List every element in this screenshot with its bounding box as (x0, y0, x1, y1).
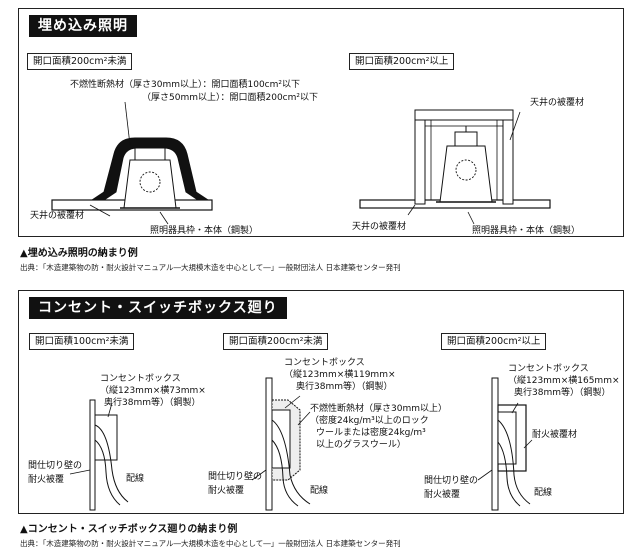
partition-wall (89, 399, 96, 511)
leader (467, 211, 475, 225)
col3-wiring-label: 配線 (534, 488, 553, 498)
leader (69, 469, 91, 475)
leader (284, 395, 301, 409)
ceiling-top-label-right: 天井の被覆材 (530, 98, 585, 108)
leader (107, 402, 113, 418)
recessed-lighting-section: 埋め込み照明 開口面積200cm²未満 開口面積200cm²以上 (18, 8, 624, 237)
col2-outlet-label-1: コンセントボックス (284, 358, 365, 368)
right-condition-box: 開口面積200cm²以上 (349, 53, 455, 70)
insulation-label-1: 不燃性断熱材（厚さ30mm以上）：開口面積100cm²以下 (70, 80, 300, 90)
col1-wiring-label: 配線 (126, 474, 145, 484)
leader (509, 111, 521, 141)
outlet-box-section: コンセント・スイッチボックス廻り 開口面積100cm²未満 開口面積200cm²… (18, 290, 624, 514)
caption-1: ▲埋め込み照明の納まり例 (20, 248, 138, 259)
left-light-diagram (51, 101, 213, 225)
leader (159, 211, 169, 225)
leader (477, 469, 493, 481)
leader (523, 439, 533, 449)
section-title: コンセント・スイッチボックス廻り (29, 297, 287, 319)
col2-insulation-label-3: ウールまたは密度24kg/m³ (316, 428, 426, 438)
fixture-label-left: 照明器具枠・本体（鋼製） (150, 226, 259, 236)
leader (511, 402, 519, 414)
col3-wall-label-1: 間仕切り壁の (424, 476, 479, 486)
col2-outlet-label-3: 奥行38mm等）（鋼製） (296, 382, 393, 392)
insulation-label-2: （厚さ50mm以上）：開口面積200cm²以下 (142, 93, 318, 103)
wire (94, 424, 129, 503)
col1-outlet-diagram (69, 399, 129, 511)
left-condition-box: 開口面積200cm²未満 (27, 53, 133, 70)
bulb (455, 159, 477, 181)
caption-2: ▲コンセント・スイッチボックス廻りの納まり例 (20, 524, 238, 535)
partition-wall (265, 377, 273, 511)
leader (251, 469, 267, 481)
wire (497, 441, 521, 507)
socket-box (454, 131, 478, 147)
col1-outlet-label-1: コンセントボックス (100, 374, 181, 384)
enclosure-top (414, 109, 514, 121)
col2-condition-box: 開口面積200cm²未満 (223, 333, 329, 350)
col1-outlet-label-2: （縦123mm×横73mm× (100, 386, 206, 396)
section-title: 埋め込み照明 (29, 15, 137, 37)
outlet-box (497, 411, 517, 465)
wire (271, 419, 311, 505)
col3-outlet-label-3: 奥行38mm等）（鋼製） (514, 388, 611, 398)
col2-insulation-label-4: 以上のグラスウール） (316, 440, 406, 450)
source-2: 出典：「木造建築物の防・耐火設計マニュアル―大規模木造を中心として―」一般財団法… (20, 539, 401, 548)
col2-insulation-label-1: 不燃性断熱材（厚さ30mm以上） (310, 404, 447, 414)
fixture-label-right: 照明器具枠・本体（鋼製） (472, 226, 581, 236)
enclosure-right (502, 109, 514, 205)
outlet-box (94, 414, 118, 461)
col2-wall-label-2: 耐火被覆 (208, 486, 245, 496)
col2-outlet-label-2: （縦123mm×横119mm× (284, 370, 396, 380)
col1-condition-box: 開口面積100cm²未満 (29, 333, 135, 350)
col3-outlet-label-1: コンセントボックス (508, 364, 589, 374)
leader (124, 101, 131, 146)
col2-wall-label-1: 間仕切り壁の (208, 472, 263, 482)
col3-cover-label: 耐火被覆材 (532, 430, 578, 440)
wire (94, 439, 121, 506)
col2-insulation-label-2: （密度24kg/m³以上のロック (310, 416, 429, 426)
col3-wall-label-2: 耐火被覆 (424, 490, 461, 500)
partition-wall (491, 377, 499, 511)
col2-wiring-label: 配線 (310, 486, 329, 496)
wire (271, 439, 299, 507)
fixture-body (439, 145, 493, 203)
col1-wall-label-1: 間仕切り壁の (28, 461, 83, 471)
col1-outlet-label-3: 奥行38mm等）（鋼製） (104, 398, 201, 408)
right-light-diagram (359, 109, 551, 225)
col3-outlet-diagram (477, 377, 533, 511)
insulation-cover (90, 137, 210, 201)
col2-outlet-diagram (251, 377, 311, 511)
bulb (139, 171, 161, 193)
ceiling-label-left: 天井の被覆材 (30, 211, 85, 221)
col3-outlet-label-2: （縦123mm×横165mm× (508, 376, 620, 386)
col1-wall-label-2: 耐火被覆 (28, 475, 65, 485)
col3-condition-box: 開口面積200cm²以上 (441, 333, 547, 350)
leader (89, 204, 111, 217)
fixture-body (123, 159, 177, 209)
ceiling-label-right: 天井の被覆材 (352, 222, 407, 232)
leader (297, 411, 311, 426)
enclosure-left (414, 109, 426, 205)
leader (407, 204, 416, 216)
wire (497, 419, 531, 505)
socket-box (134, 147, 166, 161)
source-1: 出典：「木造建築物の防・耐火設計マニュアル―大規模木造を中心として―」一般財団法… (20, 263, 401, 272)
